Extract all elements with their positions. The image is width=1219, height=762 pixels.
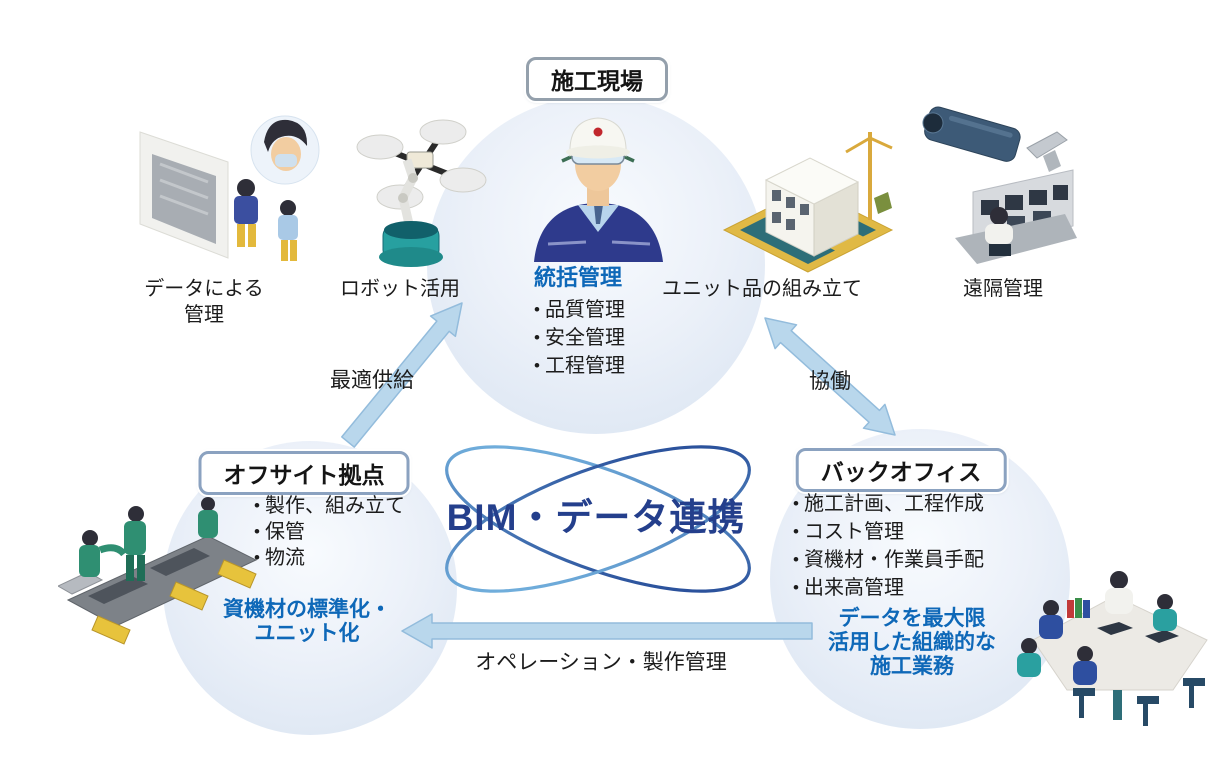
management-heading: 統括管理 [534,265,623,290]
data-management-illustration [139,115,320,261]
list-item: 資機材・作業員手配 [793,546,984,574]
operation-arrow-icon [401,613,813,649]
list-item: 品質管理 [534,296,625,324]
list-item: 出来高管理 [793,574,984,602]
collaboration-arrow-label: 協働 [809,370,851,393]
list-item: 安全管理 [534,324,625,352]
list-item: コスト管理 [793,518,984,546]
backoffice-list: 施工計画、工程作成 コスト管理 資機材・作業員手配 出来高管理 [793,490,984,602]
list-item: 製作、組み立て [254,493,405,519]
list-item: 施工計画、工程作成 [793,490,984,518]
unit-assembly-caption: ユニット品の組み立て [662,278,862,300]
construction-site-title: 施工現場 [526,57,668,101]
camera-monitoring-illustration [922,106,1077,264]
list-item: 工程管理 [534,352,625,380]
construction-management-list: 統括管理 品質管理 安全管理 工程管理 [534,260,625,380]
remote-caption: 遠隔管理 [963,278,1043,300]
supply-arrow-label: 最適供給 [330,369,414,392]
list-item: 物流 [254,545,405,571]
bim-data-label: BIM・データ連携 [446,497,746,538]
data-management-caption: データによる 管理 [144,278,264,326]
operation-arrow-label: オペレーション・製作管理 [475,651,727,674]
offsite-title: オフサイト拠点 [198,451,410,495]
offsite-highlight: 資機材の標準化・ ユニット化 [223,598,391,645]
backoffice-title: バックオフィス [795,448,1007,492]
list-item: 保管 [254,519,405,545]
backoffice-highlight: データを最大限 活用した組織的な 施工業務 [828,607,996,678]
robot-caption: ロボット活用 [340,278,460,300]
offsite-list: 製作、組み立て 保管 物流 [254,493,405,571]
